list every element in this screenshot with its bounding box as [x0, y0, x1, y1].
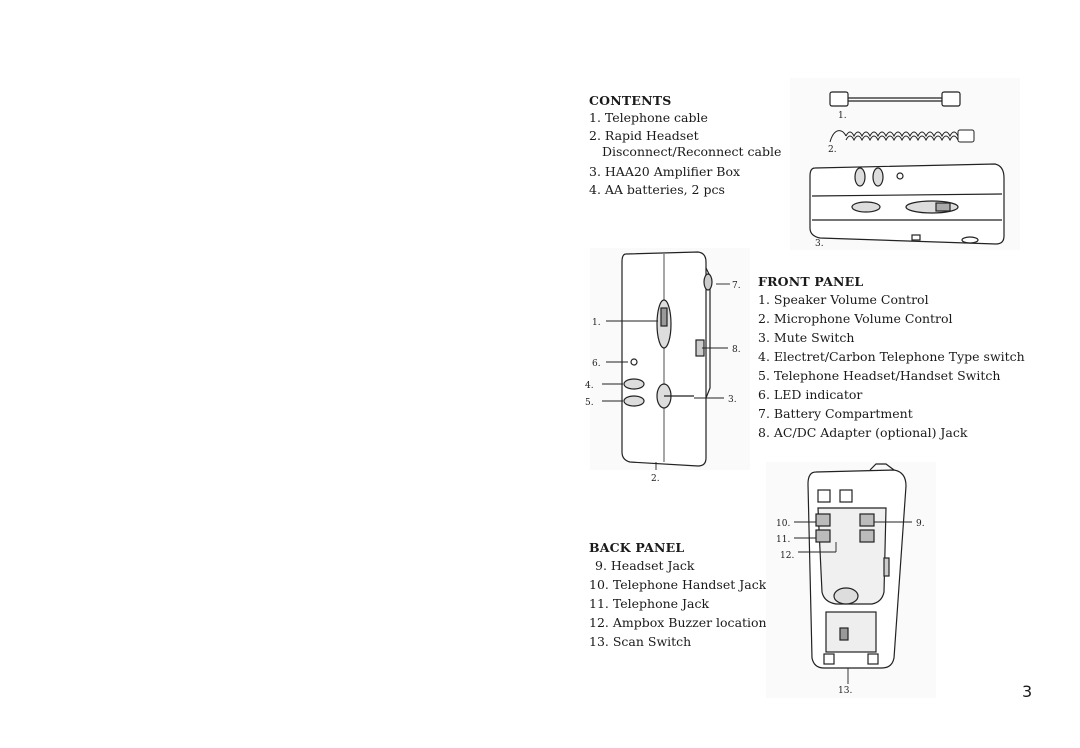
page-number: 3: [1022, 682, 1033, 701]
front-panel-heading: FRONT PANEL: [758, 274, 864, 289]
front-panel-illustration: 7. 1. 8. 6. 4. 3. 5. 2.: [585, 248, 750, 484]
contents-heading: CONTENTS: [589, 93, 672, 108]
callout-f8: 8.: [732, 345, 741, 355]
callout-b13: 13.: [838, 686, 852, 696]
callout-f5: 5.: [585, 398, 594, 408]
back-panel-heading: BACK PANEL: [589, 540, 685, 555]
callout-f2: 2.: [651, 474, 660, 484]
callout-c2: 2.: [828, 145, 837, 155]
callout-f3: 3.: [728, 395, 737, 405]
back-panel-item-10: 10. Telephone Handset Jack: [589, 577, 767, 592]
contents-item-2-cont: Disconnect/Reconnect cable: [602, 144, 782, 159]
front-panel-item-1: 1. Speaker Volume Control: [758, 292, 929, 307]
callout-b10: 10.: [776, 519, 790, 529]
contents-item-1: 1. Telephone cable: [589, 110, 708, 125]
callout-b12: 12.: [780, 551, 794, 561]
back-panel-item-9: 9. Headset Jack: [595, 558, 695, 573]
callout-c1: 1.: [838, 111, 847, 121]
callout-f1: 1.: [592, 318, 601, 328]
back-panel-item-13: 13. Scan Switch: [589, 634, 692, 649]
front-panel-item-6: 6. LED indicator: [758, 387, 863, 402]
contents-item-4: 4. AA batteries, 2 pcs: [589, 182, 725, 197]
amplifier-front-drawing: [621, 251, 713, 467]
back-panel-item-11: 11. Telephone Jack: [589, 596, 710, 611]
amplifier-box-drawing: [809, 163, 1005, 245]
callout-b11: 11.: [776, 535, 790, 545]
contents-item-3: 3. HAA20 Amplifier Box: [589, 164, 741, 179]
callout-c3: 3.: [815, 239, 824, 249]
amplifier-back-drawing: [807, 463, 907, 669]
front-panel-item-5: 5. Telephone Headset/Handset Switch: [758, 368, 1001, 383]
contents-item-2: 2. Rapid Headset: [589, 128, 699, 143]
back-panel-item-12: 12. Ampbox Buzzer location: [589, 615, 767, 630]
callout-f6: 6.: [592, 359, 601, 369]
coiled-cable-drawing: [829, 129, 975, 143]
front-panel-item-2: 2. Microphone Volume Control: [758, 311, 953, 326]
back-panel-illustration: 10. 9. 11. 12. 13.: [766, 462, 936, 698]
callout-b9: 9.: [916, 519, 925, 529]
telephone-cable-drawing: [829, 91, 961, 107]
callout-f4: 4.: [585, 381, 594, 391]
front-panel-item-4: 4. Electret/Carbon Telephone Type switch: [758, 349, 1025, 364]
callout-f7: 7.: [732, 281, 741, 291]
contents-illustration: 1. 2. 3.: [790, 78, 1020, 250]
front-panel-item-8: 8. AC/DC Adapter (optional) Jack: [758, 425, 968, 440]
front-panel-item-3: 3. Mute Switch: [758, 330, 855, 345]
front-panel-item-7: 7. Battery Compartment: [758, 406, 913, 421]
